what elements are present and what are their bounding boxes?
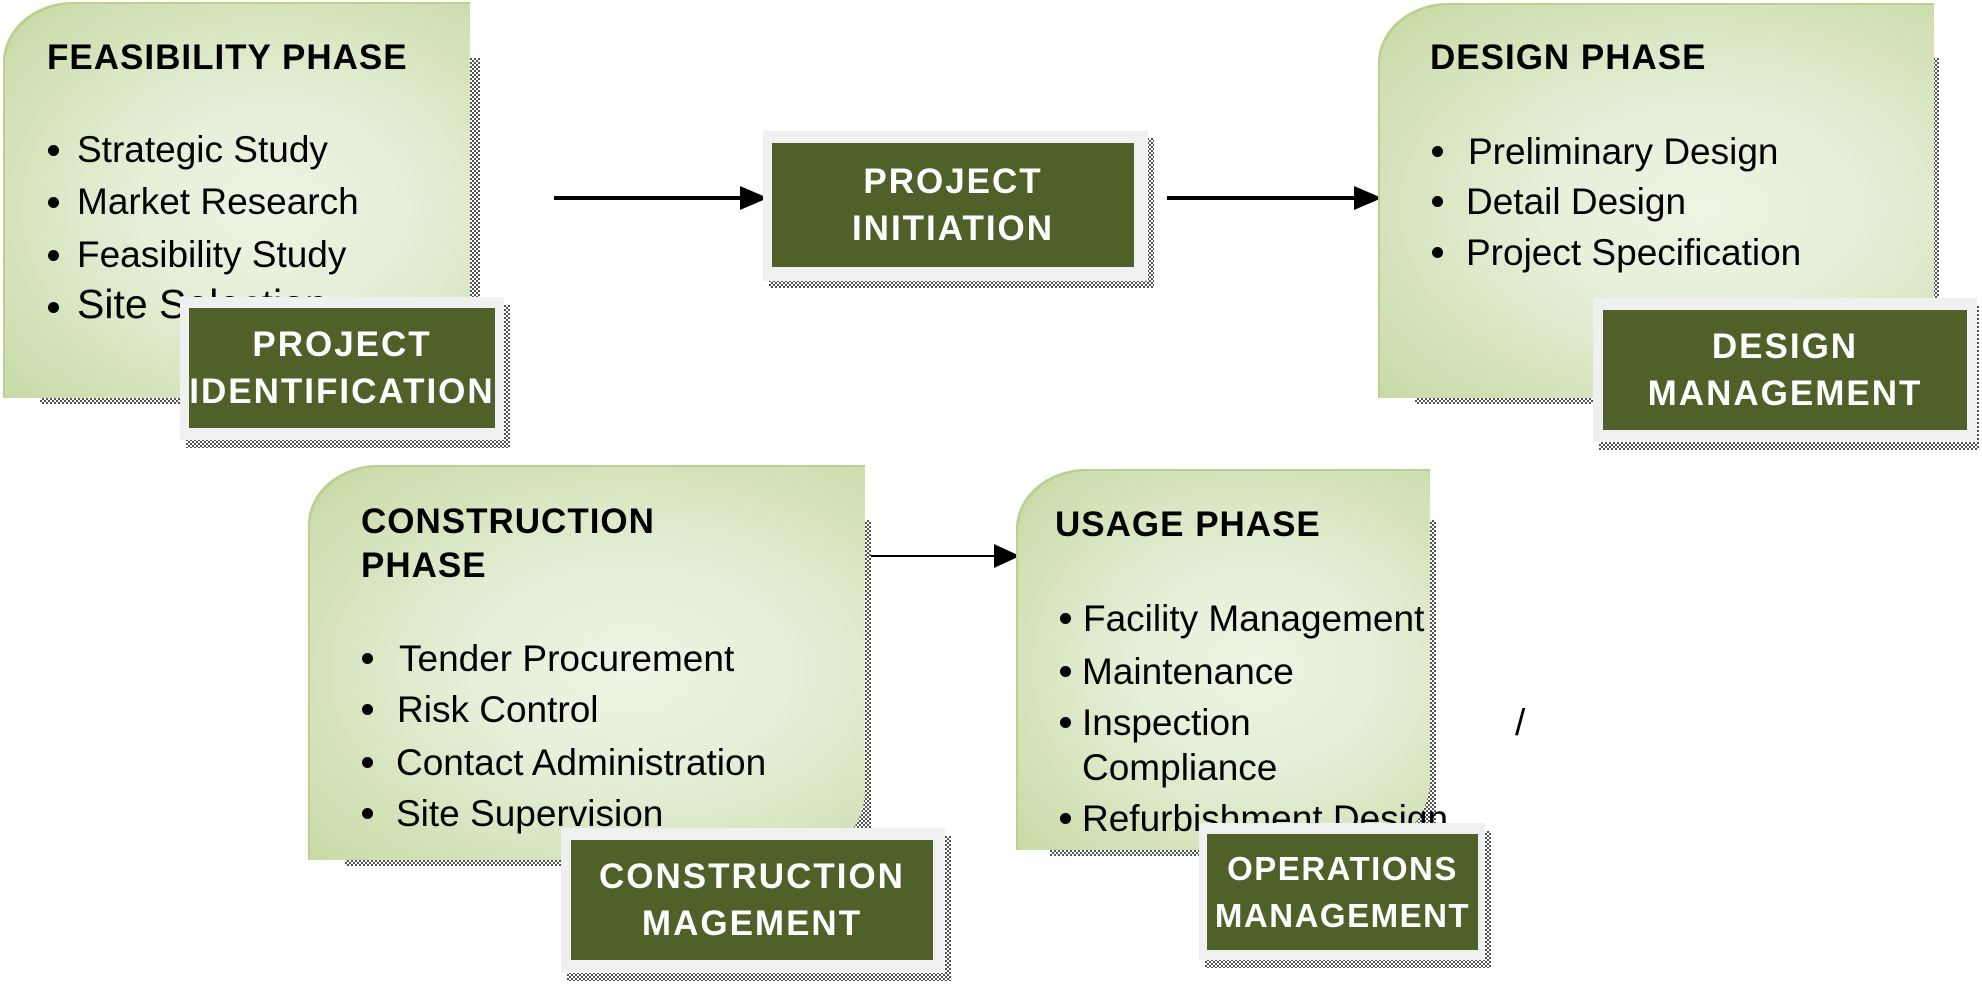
bullet-icon	[362, 653, 373, 664]
list-item: Risk Control	[397, 689, 599, 730]
bullet-icon	[1432, 146, 1443, 157]
badge-line: IDENTIFICATION	[189, 372, 495, 411]
bullet-icon	[362, 757, 373, 768]
badge-line: MANAGEMENT	[1647, 374, 1923, 413]
bullet-icon	[1432, 247, 1443, 258]
design-phase-title: DESIGN PHASE	[1430, 38, 1707, 77]
bullet-icon	[1432, 196, 1443, 207]
construction-management-badge: CONSTRUCTION MAGEMENT	[571, 840, 933, 960]
label-line: PROJECT	[863, 162, 1043, 201]
badge-line: DESIGN	[1711, 327, 1859, 366]
design-management-badge: DESIGN MANAGEMENT	[1603, 310, 1967, 430]
project-identification-badge: PROJECT IDENTIFICATION	[189, 308, 495, 428]
badge-line: CONSTRUCTION	[599, 857, 905, 896]
feasibility-phase-title: FEASIBILITY PHASE	[47, 38, 408, 77]
label-line: INITIATION	[851, 209, 1055, 248]
bullet-icon	[1060, 717, 1071, 728]
arrowhead-icon	[1354, 186, 1382, 210]
bullet-icon	[48, 145, 59, 156]
bullet-icon	[1060, 813, 1071, 824]
list-item: Preliminary Design	[1468, 131, 1779, 172]
badge-line: MANAGEMENT	[1214, 897, 1471, 934]
construction-phase-title: CONSTRUCTION PHASE	[361, 500, 655, 588]
list-item: Feasibility Study	[77, 234, 347, 275]
title-line: PHASE	[361, 546, 487, 585]
operations-management-badge: OPERATIONS MANAGEMENT	[1207, 834, 1478, 950]
bullet-icon	[48, 302, 59, 313]
list-item: Contact Administration	[396, 742, 767, 783]
list-item-continuation: Compliance	[1082, 747, 1278, 788]
badge-line: PROJECT	[252, 325, 432, 364]
list-item: Market Research	[77, 181, 359, 222]
bullet-icon	[1060, 666, 1071, 677]
list-item: Strategic Study	[77, 129, 328, 170]
list-item: Tender Procurement	[399, 638, 735, 679]
arrow-construction-to-usage	[867, 555, 997, 557]
bullet-icon	[362, 704, 373, 715]
bullet-icon	[48, 197, 59, 208]
list-item: Detail Design	[1466, 181, 1687, 222]
arrow-feasibility-to-initiation	[554, 196, 744, 200]
arrow-initiation-to-design	[1167, 196, 1357, 200]
badge-line: MAGEMENT	[641, 904, 863, 943]
badge-line: OPERATIONS	[1227, 850, 1458, 887]
bullet-icon	[1060, 613, 1071, 624]
list-item: Maintenance	[1082, 651, 1294, 692]
bullet-icon	[48, 250, 59, 261]
usage-phase-title: USAGE PHASE	[1055, 505, 1321, 544]
list-item: Facility Management	[1083, 598, 1425, 639]
list-item: Project Specification	[1466, 232, 1802, 273]
list-item-separator: /	[1515, 702, 1526, 743]
construction-phase-box	[308, 465, 865, 860]
project-initiation-box: PROJECT INITIATION	[772, 143, 1134, 267]
bullet-icon	[362, 808, 373, 819]
list-item: Inspection	[1082, 702, 1251, 743]
list-item: Site Supervision	[396, 793, 664, 834]
title-line: CONSTRUCTION	[361, 502, 655, 541]
usage-phase-box	[1016, 469, 1430, 850]
arrowhead-icon	[994, 544, 1020, 568]
